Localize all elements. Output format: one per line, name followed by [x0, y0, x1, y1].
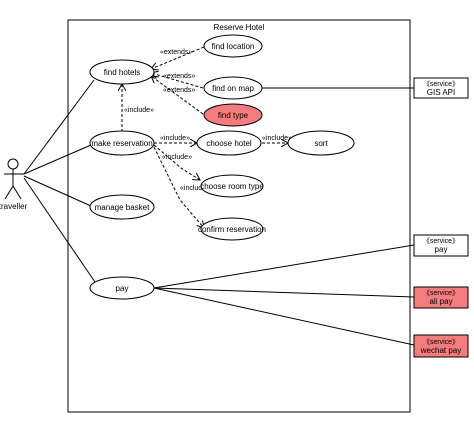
- gis-stereotype: 《service》: [423, 80, 459, 88]
- choose-hotel-label: choose hotel: [206, 139, 252, 148]
- service-ali-pay[interactable]: [413, 286, 469, 309]
- use-case-confirm-reservation[interactable]: [200, 217, 264, 241]
- find-type-label: find type: [218, 111, 249, 120]
- extends-label-3: «extends»: [163, 87, 195, 94]
- sort-label: sort: [314, 139, 328, 148]
- make-reservation-label: make reservation: [91, 139, 152, 148]
- include-label-5: «include»: [180, 185, 210, 192]
- ali-name: ali pay: [429, 297, 452, 306]
- use-case-find-location[interactable]: [203, 34, 263, 58]
- use-case-find-on-map[interactable]: [203, 76, 263, 100]
- extends-label-2: «extends»: [163, 73, 195, 80]
- use-case-choose-hotel[interactable]: [196, 130, 262, 156]
- wechat-name: wechat pay: [420, 346, 461, 355]
- use-case-make-reservation[interactable]: [89, 130, 155, 156]
- service-pay[interactable]: [413, 234, 469, 257]
- actor-associations: [23, 79, 96, 283]
- actor-traveller[interactable]: [4, 158, 24, 200]
- include-label-4: «include»: [162, 154, 192, 161]
- system-boundary: [67, 19, 411, 413]
- dependencies: [122, 46, 288, 228]
- pay-service-name: pay: [435, 245, 448, 254]
- extends-label-1: «extends»: [160, 49, 192, 56]
- wechat-stereotype: 《service》: [423, 338, 459, 346]
- include-label-1: «include»: [124, 107, 154, 114]
- service-wechat-pay[interactable]: [413, 334, 469, 358]
- ali-stereotype: 《service》: [423, 289, 459, 297]
- use-case-find-type[interactable]: [203, 103, 263, 127]
- service-gis-api[interactable]: [413, 77, 469, 99]
- gis-name: GIS API: [427, 88, 455, 97]
- pay-label: pay: [116, 284, 129, 293]
- actor-head: [7, 158, 19, 170]
- use-case-pay[interactable]: [89, 276, 155, 300]
- pay-stereotype: 《service》: [423, 237, 459, 245]
- find-hotels-label: find hotels: [104, 68, 140, 77]
- use-case-sort[interactable]: [287, 130, 355, 156]
- manage-basket-label: manage basket: [95, 203, 150, 212]
- include-label-3: «include»: [262, 135, 292, 142]
- use-case-choose-room-type[interactable]: [200, 174, 264, 198]
- choose-room-type-label: choose room type: [200, 182, 264, 191]
- service-associations: [153, 87, 415, 346]
- system-title: Reserve Hotel: [214, 23, 265, 32]
- use-case-manage-basket[interactable]: [89, 194, 155, 220]
- include-label-2: «include»: [160, 135, 190, 142]
- actor-label: traveller: [0, 202, 28, 211]
- find-on-map-label: find on map: [212, 84, 254, 93]
- confirm-reservation-label: confirm reservation: [198, 225, 266, 234]
- find-location-label: find location: [212, 42, 255, 51]
- use-case-find-hotels[interactable]: [89, 59, 155, 85]
